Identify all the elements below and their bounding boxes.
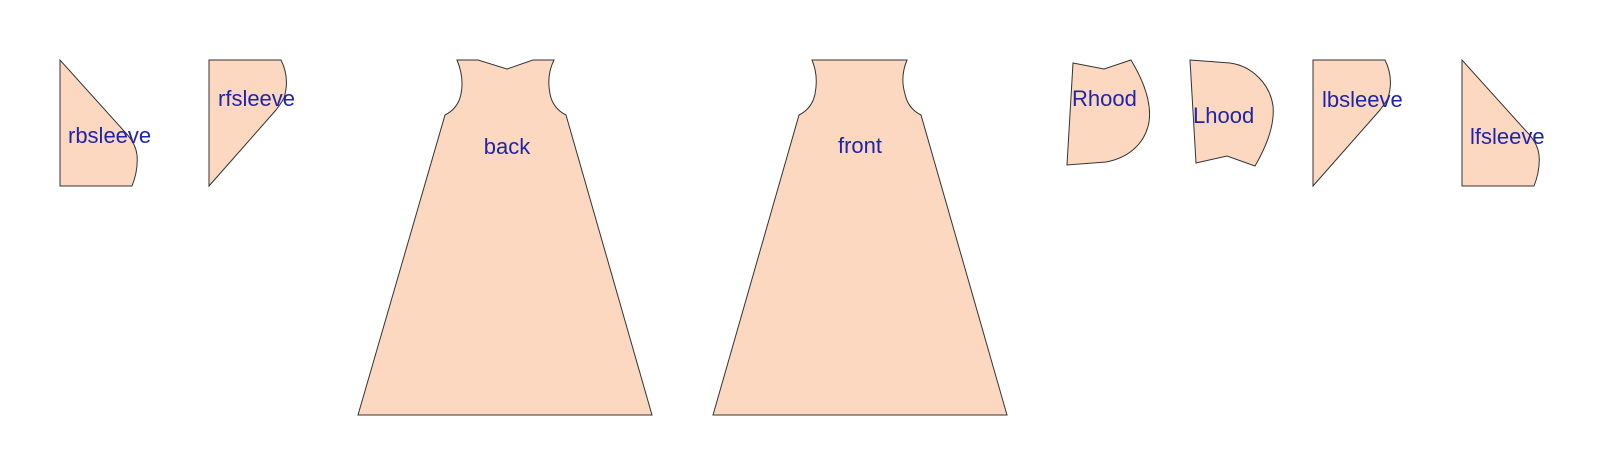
pattern-piece-rbsleeve: rbsleeve [59,58,151,187]
piece-shape [712,59,1008,416]
piece-label: Lhood [1193,103,1254,128]
pattern-piece-front: front [712,59,1008,416]
piece-shape [59,58,138,187]
piece-label: lfsleeve [1470,124,1545,149]
piece-shape [357,59,653,416]
pattern-piece-lfsleeve: lfsleeve [1461,58,1545,187]
pattern-piece-rhood: Rhood [1066,59,1151,166]
piece-label: back [484,134,531,159]
pattern-piece-lhood: Lhood [1189,59,1274,167]
piece-shape [1066,59,1151,166]
pattern-piece-back: back [357,59,653,416]
piece-shape [1189,59,1274,167]
piece-label: front [838,133,882,158]
pattern-piece-rfsleeve: rfsleeve [208,59,295,188]
piece-shape [1461,58,1540,187]
piece-label: Rhood [1072,86,1137,111]
piece-label: rfsleeve [218,86,295,111]
pattern-piece-lbsleeve: lbsleeve [1312,59,1403,188]
piece-shape [1312,59,1391,188]
piece-shape [208,59,287,188]
piece-label: rbsleeve [68,123,151,148]
piece-label: lbsleeve [1322,87,1403,112]
